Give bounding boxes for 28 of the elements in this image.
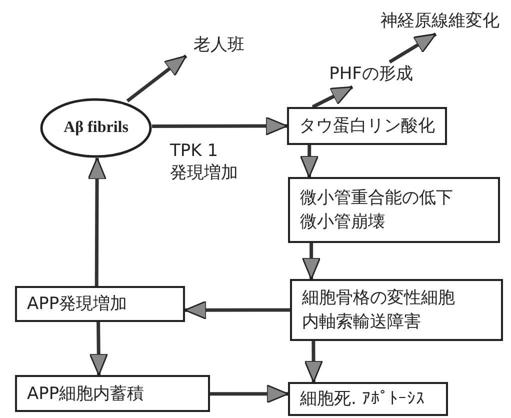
arrow [312,85,354,109]
node-text: PHFの形成 [329,63,413,86]
arrow [210,384,289,404]
node-text: 神経原線維変化 [380,10,500,33]
box-text: Aβ fibrils [64,118,128,138]
box-text: 微小管重合能の低下微小管崩壊 [300,187,454,234]
arrow [88,157,106,286]
box-text: 細胞死. ｱﾎﾟﾄｰｼｽ [300,388,425,411]
box-text: APP発現増加 [27,293,128,316]
arrow [300,144,319,178]
process-box [287,107,447,145]
box-text: APP細胞内蓄積 [27,382,144,406]
process-box [288,177,500,243]
process-box [290,279,503,341]
box-text: 細胞骨格の変性細胞内軸索輸送障害 [302,287,456,334]
ellipse-node [40,98,152,158]
arrow [302,243,321,280]
arrow [184,300,290,320]
process-box [15,286,185,322]
box-text: タウ蛋白リン酸化 [299,115,435,138]
process-box [15,375,210,412]
arrow [304,341,323,383]
arrow [152,116,288,136]
process-box [288,382,448,416]
arrow [89,322,108,376]
node-text: 老人班 [194,34,244,57]
arrow [388,32,437,64]
arrow [126,54,188,102]
